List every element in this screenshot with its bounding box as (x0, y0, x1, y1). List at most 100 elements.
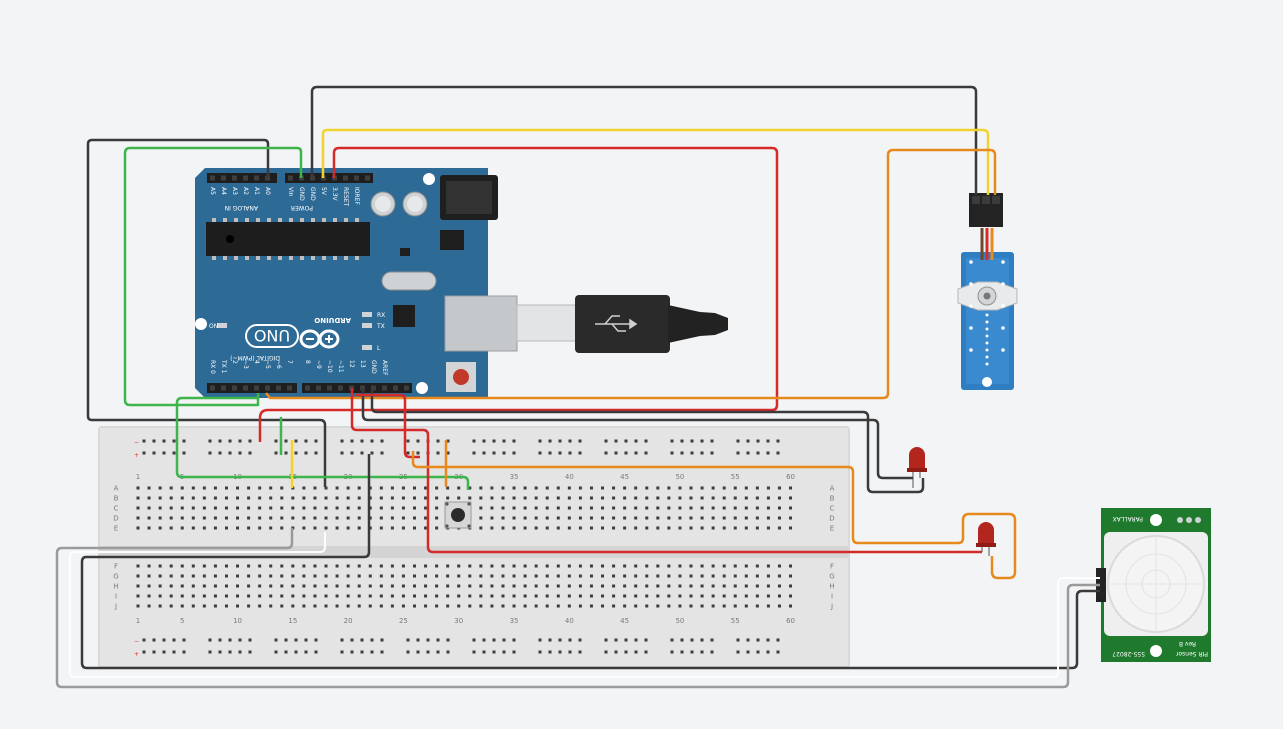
row-letter: B (830, 495, 835, 503)
row-letter: J (830, 603, 833, 611)
power-label: POWER (291, 204, 313, 211)
pin-label: TX 1 (220, 359, 227, 374)
wire-red-branch[interactable] (355, 393, 420, 459)
pir-sensor[interactable]: PARALLAX PIR Sensor Rev B 555-28027 (1096, 508, 1211, 662)
column-number: 1 (136, 617, 140, 625)
column-number: 1 (136, 473, 140, 481)
wire-red-d12[interactable] (350, 388, 982, 554)
pin-label: A1 (253, 187, 260, 195)
wire-green-bb[interactable] (175, 396, 470, 490)
usb-port (444, 295, 518, 352)
pin-label: ~6 (275, 360, 282, 369)
row-letter: D (829, 515, 834, 523)
row-letter: C (830, 505, 835, 513)
column-number: 30 (454, 617, 463, 625)
pin-label: 12 (348, 360, 355, 368)
pin-label: 8 (304, 360, 311, 364)
pir-part-number: 555-28027 (1112, 650, 1145, 657)
wire-orange-led2[interactable] (411, 451, 1017, 580)
pin-label: 2 (231, 360, 238, 364)
pin-label: 3.3V (331, 187, 338, 202)
pin-label: ~10 (326, 360, 333, 373)
pin-label: Vin (287, 187, 294, 197)
wire-red-5v[interactable] (258, 146, 779, 442)
pin-label: A5 (209, 187, 216, 195)
led-on-label: ON (209, 323, 218, 330)
column-number: 40 (565, 473, 574, 481)
wire-green[interactable] (123, 146, 303, 407)
row-letter: I (831, 593, 833, 601)
servo-motor[interactable] (957, 193, 1018, 390)
pin-label: 13 (359, 360, 366, 368)
column-number: 60 (786, 617, 795, 625)
pin-label: ~3 (242, 360, 249, 369)
pir-label: PIR Sensor (1175, 650, 1208, 657)
pir-rev-label: Rev B (1179, 640, 1196, 647)
led-rx-label: RX (377, 312, 385, 319)
usb-cable[interactable] (516, 295, 728, 353)
column-number: 25 (399, 617, 408, 625)
pin-label: 5V (320, 187, 327, 196)
pin-label: GND (309, 187, 316, 201)
row-letter: A (114, 485, 119, 493)
digital-header-low (207, 383, 297, 393)
pin-label: A0 (264, 187, 271, 195)
wire-black-a0[interactable] (86, 138, 327, 487)
rail-plus-bottom: + (134, 651, 139, 658)
wire-black-gnd-rail[interactable] (80, 454, 1100, 670)
column-number: 15 (288, 617, 297, 625)
analog-in-label: ANALOG IN (225, 204, 258, 211)
row-letter: E (114, 525, 118, 533)
column-number: 45 (620, 473, 629, 481)
column-number: 50 (675, 473, 684, 481)
row-letter: G (113, 573, 118, 581)
wire-black-servo[interactable] (310, 85, 978, 195)
column-number: 20 (344, 617, 353, 625)
arduino-logo-icon (299, 329, 340, 349)
pin-label: ~9 (315, 360, 322, 369)
digital-header-high (302, 383, 412, 393)
row-letter: F (830, 563, 834, 571)
wire-black-led1[interactable] (370, 388, 925, 494)
digital-label: DIGITAL (PWM~) (230, 354, 280, 361)
column-number: 5 (180, 617, 184, 625)
board-brand-label: ARDUINO (314, 316, 351, 324)
crystal (381, 271, 437, 291)
pin-label: GND (370, 360, 377, 374)
analog-header (207, 173, 277, 183)
pin-label: AREF (381, 360, 388, 376)
pin-label: A3 (231, 187, 238, 195)
row-letter: D (113, 515, 118, 523)
row-letter: C (114, 505, 119, 513)
capacitor (370, 191, 428, 217)
atmega-chip (206, 218, 370, 260)
led-l-label: L (377, 345, 381, 352)
column-number: 45 (620, 617, 629, 625)
wire-white-pir[interactable] (69, 532, 1100, 678)
wire-gray-pir[interactable] (55, 528, 1100, 689)
column-number: 55 (731, 617, 740, 625)
column-number: 50 (675, 617, 684, 625)
wire-black-d13[interactable] (361, 388, 913, 480)
row-letter: F (114, 563, 118, 571)
row-letter: I (115, 593, 117, 601)
led-2[interactable] (976, 522, 996, 556)
column-number: 55 (731, 473, 740, 481)
push-button[interactable] (444, 501, 472, 529)
column-number: 60 (786, 473, 795, 481)
row-letter: G (829, 573, 834, 581)
column-number: 40 (565, 617, 574, 625)
row-letter: H (829, 583, 834, 591)
column-number: 10 (233, 617, 242, 625)
wires[interactable] (55, 85, 1100, 689)
row-letter: J (114, 603, 117, 611)
pin-label: ~11 (337, 360, 344, 373)
pin-label: ~5 (264, 360, 271, 369)
wire-yellow[interactable] (321, 128, 990, 195)
wire-orange-servo[interactable] (265, 148, 997, 400)
reset-button[interactable] (446, 362, 476, 392)
